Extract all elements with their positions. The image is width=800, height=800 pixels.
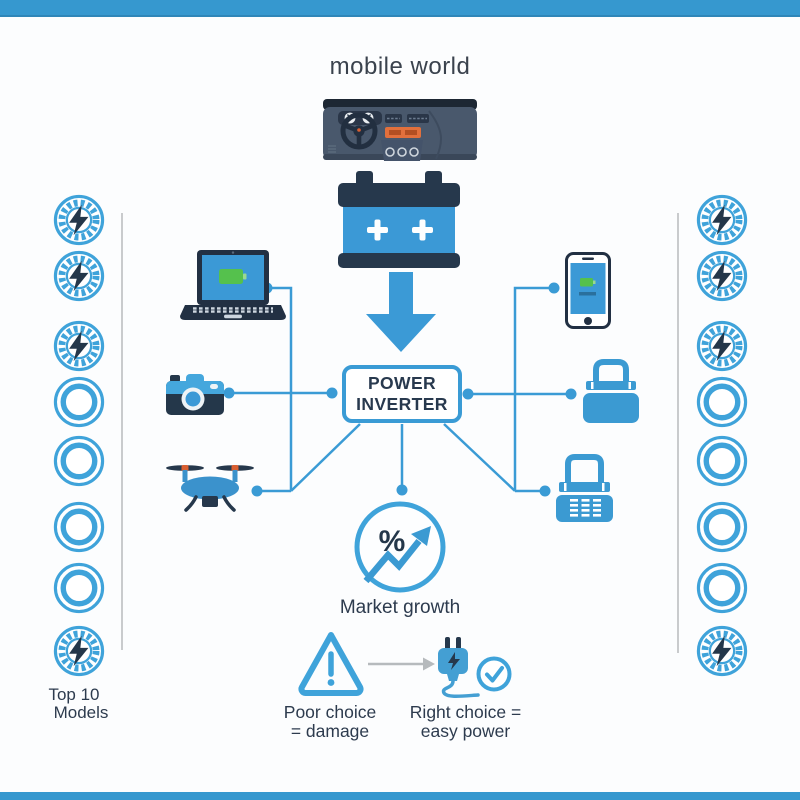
gear-bolt-badge-icon [695, 319, 749, 373]
gear-bolt-badge-icon [695, 500, 749, 554]
laptop-icon [180, 250, 286, 320]
right-choice-label: Right choice = easy power [398, 703, 533, 741]
checkmark-icon [476, 656, 512, 692]
top-accent-bar [0, 0, 800, 17]
percent-symbol: % [379, 525, 406, 558]
car-dashboard-icon [323, 99, 477, 161]
cooler-box-icon [583, 359, 639, 423]
poor-choice-line1: Poor choice [283, 702, 377, 722]
gear-bolt-badge-icon [695, 561, 749, 615]
top-models-line1: Top 10 [48, 685, 100, 704]
gear-bolt-badge-icon [695, 434, 749, 488]
poor-choice-label: Poor choice = damage [265, 703, 395, 741]
gear-bolt-badge-icon [695, 193, 749, 247]
poor-choice-line2: = damage [290, 721, 370, 741]
transition-arrow-icon [368, 657, 435, 671]
gear-bolt-badge-icon [52, 193, 106, 247]
gear-bolt-badge-icon [52, 249, 106, 303]
portable-fridge-icon [556, 454, 613, 522]
left-divider-line [121, 213, 123, 650]
bottom-accent-bar [0, 792, 800, 800]
badge-column-left [52, 0, 106, 700]
top-models-line2: Models [53, 703, 109, 722]
right-choice-line2: easy power [420, 721, 511, 741]
gear-bolt-badge-icon [52, 624, 106, 678]
power-plug-icon [438, 637, 512, 698]
gear-bolt-badge-icon [52, 500, 106, 554]
down-arrow-icon [366, 272, 436, 352]
right-divider-line [677, 213, 679, 653]
gear-bolt-badge-icon [695, 375, 749, 429]
inverter-label-line2: INVERTER [356, 394, 448, 414]
gear-bolt-badge-icon [52, 375, 106, 429]
car-battery-icon [338, 171, 460, 268]
gear-bolt-badge-icon [695, 624, 749, 678]
market-growth-icon: % [354, 501, 446, 593]
market-growth-label: Market growth [339, 597, 461, 618]
gear-bolt-badge-icon [52, 319, 106, 373]
top-models-label: Top 10 Models [31, 686, 117, 722]
inverter-label-line1: POWER [367, 373, 437, 393]
drone-icon [166, 465, 254, 512]
camera-icon [166, 374, 224, 415]
right-choice-line1: Right choice = [409, 702, 522, 722]
page-title: mobile world [329, 53, 471, 80]
smartphone-icon [565, 252, 611, 329]
gear-bolt-badge-icon [52, 561, 106, 615]
gear-bolt-badge-icon [695, 249, 749, 303]
gear-bolt-badge-icon [52, 434, 106, 488]
warning-triangle-icon [298, 632, 364, 696]
badge-column-right [695, 0, 749, 700]
power-inverter-box: POWER INVERTER [342, 365, 462, 423]
